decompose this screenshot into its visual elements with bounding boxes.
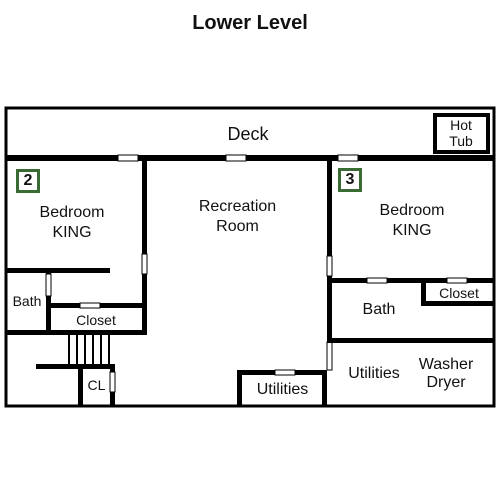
wall-left-v1 xyxy=(142,158,147,254)
plan-title: Lower Level xyxy=(192,12,308,34)
washer-dryer-label: Washer Dryer xyxy=(410,356,482,392)
wall-util-center-right xyxy=(322,370,327,406)
door-closet-left xyxy=(79,302,101,309)
recreation-line1: Recreation xyxy=(198,198,277,215)
wall-right-v1 xyxy=(327,158,332,256)
wall-deck-1 xyxy=(6,155,118,161)
wall-bed-right-bottom-2 xyxy=(387,278,447,283)
wall-bath-left-v1 xyxy=(46,268,51,274)
door-util-right xyxy=(326,341,333,371)
bedroom-number-badge-right: 3 xyxy=(338,168,362,192)
door-left-bed xyxy=(141,253,148,275)
door-util-center xyxy=(274,369,296,376)
wall-bath-right-bottom xyxy=(327,338,494,343)
door-deck-2 xyxy=(225,154,247,162)
closet-left-label: Closet xyxy=(76,312,116,328)
hot-tub-label: Hot Tub xyxy=(437,117,485,149)
hot-tub-label-line2: Tub xyxy=(449,133,473,149)
door-deck-3 xyxy=(337,154,359,162)
stair-3 xyxy=(84,335,86,365)
wall-util-center-top-1 xyxy=(237,370,275,375)
closet-right-label: Closet xyxy=(439,285,479,301)
door-bath-left xyxy=(45,273,52,297)
stairs-landing xyxy=(36,364,114,369)
bedroom-number-badge-left: 2 xyxy=(16,169,40,193)
utilities-right-label: Utilities xyxy=(348,365,400,382)
deck-label: Deck xyxy=(227,124,269,144)
recreation-room-label: Recreation Room xyxy=(180,197,295,237)
stair-1 xyxy=(68,335,70,365)
recreation-line2: Room xyxy=(216,218,259,235)
wall-cl-left xyxy=(78,364,83,406)
outer-wall xyxy=(4,106,496,408)
bedroom-left-label: Bedroom KING xyxy=(22,203,122,243)
wall-closet-top-1 xyxy=(46,303,80,308)
door-bath-right xyxy=(366,277,388,284)
wall-bed-right-bottom-3 xyxy=(467,278,494,283)
bedroom-left-line2: KING xyxy=(52,224,92,241)
wall-deck-2 xyxy=(138,155,226,161)
stair-4 xyxy=(92,335,94,365)
wall-cl-right-2 xyxy=(110,392,115,406)
door-closet-right xyxy=(446,277,468,284)
wall-cl-right-1 xyxy=(110,364,115,372)
wall-closet-bottom xyxy=(6,330,147,335)
wall-closet-top-2 xyxy=(100,303,147,308)
door-right-bed xyxy=(326,255,333,277)
door-deck-1 xyxy=(117,154,139,162)
bedroom-left-line1: Bedroom xyxy=(39,204,105,221)
wall-util-center-left xyxy=(237,372,242,406)
wall-bath-left-v2 xyxy=(46,296,51,334)
hot-tub-outline xyxy=(433,113,490,154)
wall-deck-3 xyxy=(246,155,338,161)
wall-closet-right-bottom xyxy=(421,301,494,306)
bedroom-right-line2: KING xyxy=(392,222,432,239)
stair-5 xyxy=(100,335,102,365)
wall-deck-4 xyxy=(358,155,494,161)
wall-bed-left-bottom xyxy=(6,268,110,273)
stair-6 xyxy=(108,335,110,365)
door-cl xyxy=(109,371,116,393)
wall-bed-right-bottom-1 xyxy=(327,278,367,283)
bath-left-label: Bath xyxy=(12,293,42,309)
cl-label: CL xyxy=(87,377,106,393)
dryer-line: Dryer xyxy=(426,374,466,391)
utilities-center-label: Utilities xyxy=(256,381,309,398)
hot-tub-label-line1: Hot xyxy=(450,117,472,133)
wall-right-v2 xyxy=(327,276,332,342)
washer-line: Washer xyxy=(418,356,474,373)
bedroom-right-line1: Bedroom xyxy=(379,202,445,219)
wall-util-center-top-2 xyxy=(295,370,327,375)
bedroom-right-label: Bedroom KING xyxy=(362,201,462,241)
stair-2 xyxy=(76,335,78,365)
wall-closet-right-left xyxy=(421,278,426,306)
bath-right-label: Bath xyxy=(362,301,396,318)
